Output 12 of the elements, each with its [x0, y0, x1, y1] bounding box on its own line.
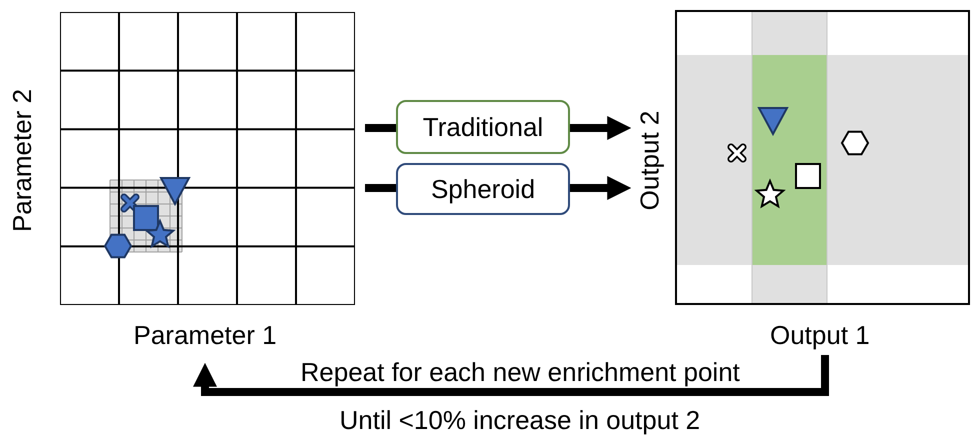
axis-label: Parameter 1: [134, 320, 277, 350]
process-box: Spheroid: [396, 163, 570, 215]
process-box: Traditional: [396, 100, 570, 154]
note-text: Until <10% increase in output 2: [340, 404, 700, 436]
arrow: [193, 355, 829, 396]
axis-label: Output 2: [634, 110, 666, 210]
axis-label: Output 1: [770, 320, 870, 350]
arrow: [570, 176, 632, 200]
grid-chart: [60, 12, 355, 305]
arrow: [570, 116, 632, 140]
output-chart: [675, 10, 970, 305]
axis-label: Parameter 2: [6, 88, 38, 232]
